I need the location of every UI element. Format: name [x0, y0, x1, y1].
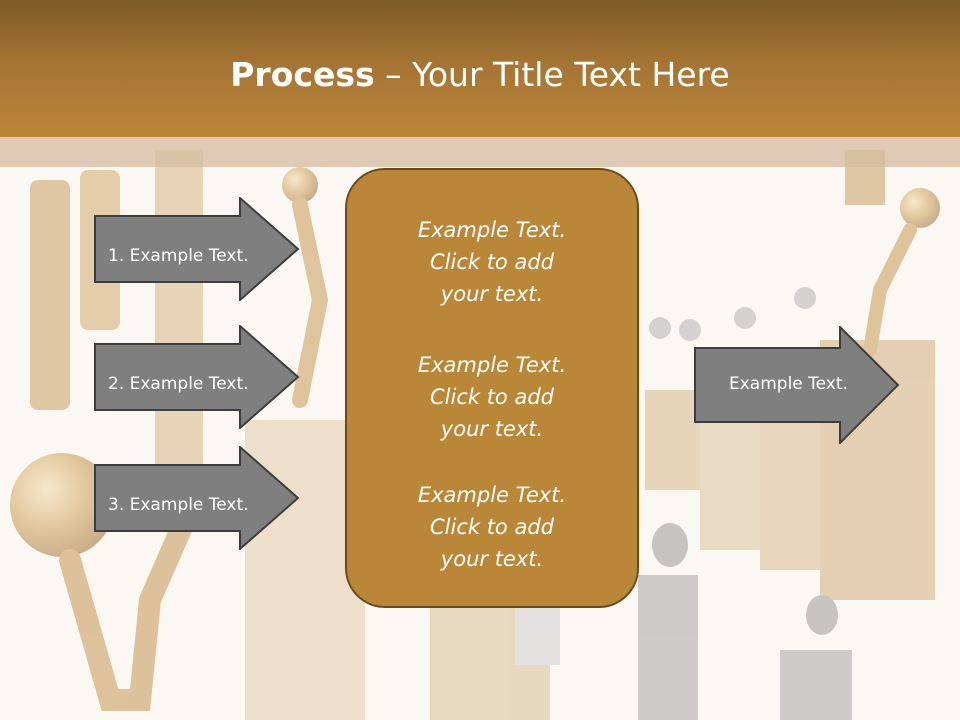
para-line: your text.	[440, 547, 544, 571]
arrow-shape-right[interactable]	[694, 326, 900, 444]
arrow-shape-2[interactable]	[94, 325, 300, 429]
arrow-label-2: 2. Example Text.	[108, 374, 249, 394]
slide-title: Process – Your Title Text Here	[0, 52, 960, 98]
title-strip	[0, 137, 960, 167]
para-line: Example Text.	[417, 353, 567, 377]
arrow-label-right: Example Text.	[729, 374, 848, 394]
para-line: Click to add	[429, 250, 554, 274]
para-line: Click to add	[429, 515, 554, 539]
para-line: your text.	[440, 417, 544, 441]
para-line: Click to add	[429, 385, 554, 409]
para-line: your text.	[440, 282, 544, 306]
title-bold: Process	[230, 55, 375, 94]
para-line: Example Text.	[417, 483, 567, 507]
arrow-shape-1[interactable]	[94, 197, 300, 301]
center-paragraph-3: Example Text. Click to add your text.	[347, 479, 637, 575]
center-paragraph-1: Example Text. Click to add your text.	[347, 214, 637, 310]
center-text-box[interactable]: Example Text. Click to add your text. Ex…	[345, 168, 639, 608]
center-paragraph-2: Example Text. Click to add your text.	[347, 349, 637, 445]
arrow-label-3: 3. Example Text.	[108, 495, 249, 515]
arrow-shape-3[interactable]	[94, 446, 300, 550]
arrow-label-1: 1. Example Text.	[108, 246, 249, 266]
title-band	[0, 0, 960, 137]
para-line: Example Text.	[417, 218, 567, 242]
title-rest: – Your Title Text Here	[374, 55, 730, 94]
